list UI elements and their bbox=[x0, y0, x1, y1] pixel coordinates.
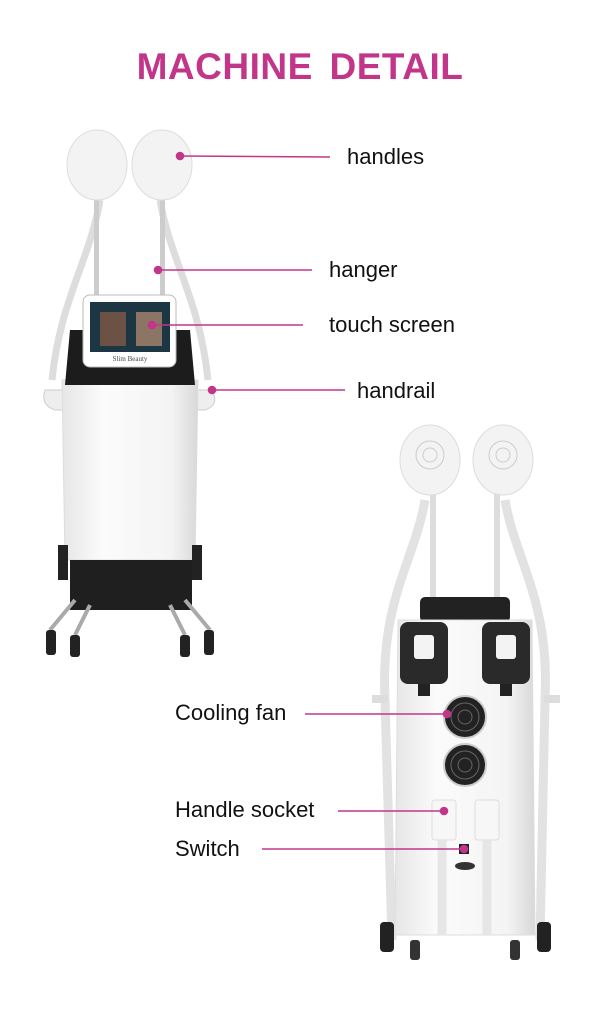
svg-text:Slim Beauty: Slim Beauty bbox=[113, 355, 148, 363]
handle-left bbox=[399, 424, 461, 496]
front-machine: Slim Beauty bbox=[43, 129, 216, 657]
handle-right bbox=[472, 424, 534, 496]
label-switch: Switch bbox=[175, 836, 240, 861]
label-cooling-fan: Cooling fan bbox=[175, 700, 287, 725]
label-handles: handles bbox=[347, 144, 425, 169]
page-title: MACHINE DETAIL bbox=[136, 46, 464, 87]
label-handle-socket: Handle socket bbox=[175, 797, 315, 822]
cooling-fan bbox=[443, 695, 487, 787]
handle-right bbox=[131, 129, 193, 201]
back-machine bbox=[372, 424, 560, 960]
label-handrail: handrail bbox=[357, 378, 436, 403]
label-hanger: hanger bbox=[329, 257, 398, 282]
handle-left bbox=[66, 129, 128, 201]
callout-lines bbox=[147, 151, 469, 854]
label-touch-screen: touch screen bbox=[329, 312, 455, 337]
handle-socket bbox=[431, 799, 457, 841]
